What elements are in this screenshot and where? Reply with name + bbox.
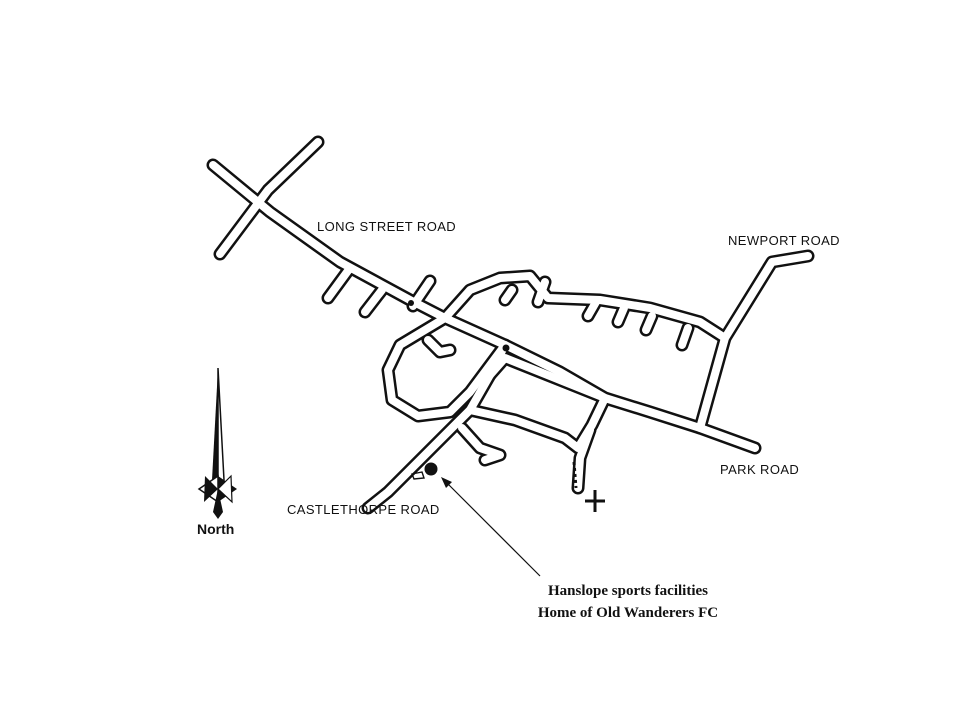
cross-icon: [585, 490, 605, 512]
park-road-label: PARK ROAD: [720, 462, 799, 477]
junction-dot: [408, 300, 414, 306]
junction-dots: [408, 300, 510, 352]
callout-line-1: Hanslope sports facilities: [548, 583, 708, 599]
road-network: [206, 135, 815, 515]
newport-road-label: NEWPORT ROAD: [728, 233, 840, 248]
sports-ground-marker: [424, 462, 438, 476]
castlethorpe-road-label: CASTLETHORPE ROAD: [287, 502, 440, 517]
long-street-road-label: LONG STREET ROAD: [317, 219, 456, 234]
junction-dot: [502, 344, 510, 352]
callout-pointer: [441, 477, 541, 577]
callout-line-2: Home of Old Wanderers FC: [538, 605, 718, 621]
sports-ground-building: [411, 471, 425, 480]
road-fills: [209, 138, 812, 512]
road-casings: [206, 135, 815, 515]
north-arrow-icon: [197, 367, 237, 519]
north-label: North: [197, 521, 234, 537]
footpath: [572, 461, 578, 489]
